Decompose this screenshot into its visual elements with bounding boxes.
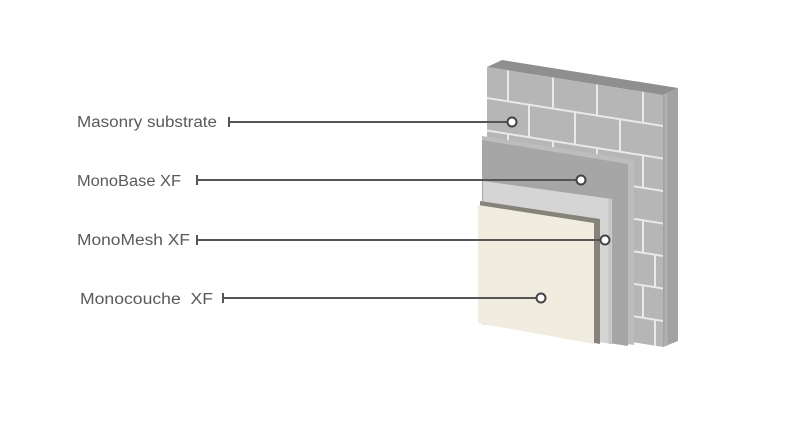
callout-monocouche: Monocouche XF bbox=[80, 291, 547, 308]
label-monomesh-xf: MonoMesh XF bbox=[77, 232, 190, 249]
callout-point-marker bbox=[599, 234, 611, 246]
monocouche-layer bbox=[478, 201, 600, 344]
wall-top-face bbox=[487, 60, 678, 95]
callout-masonry: Masonry substrate bbox=[77, 114, 518, 131]
label-monobase-xf: MonoBase XF bbox=[77, 173, 181, 190]
callout-point-marker bbox=[535, 292, 547, 304]
label-monocouche-xf: Monocouche XF bbox=[80, 291, 213, 308]
monocouche-face bbox=[478, 205, 594, 344]
callout-monomesh: MonoMesh XF bbox=[77, 232, 611, 249]
callout-point-marker bbox=[506, 116, 518, 128]
callout-monobase: MonoBase XF bbox=[77, 173, 587, 190]
callout-point-marker bbox=[575, 174, 587, 186]
label-masonry-substrate: Masonry substrate bbox=[77, 114, 217, 131]
